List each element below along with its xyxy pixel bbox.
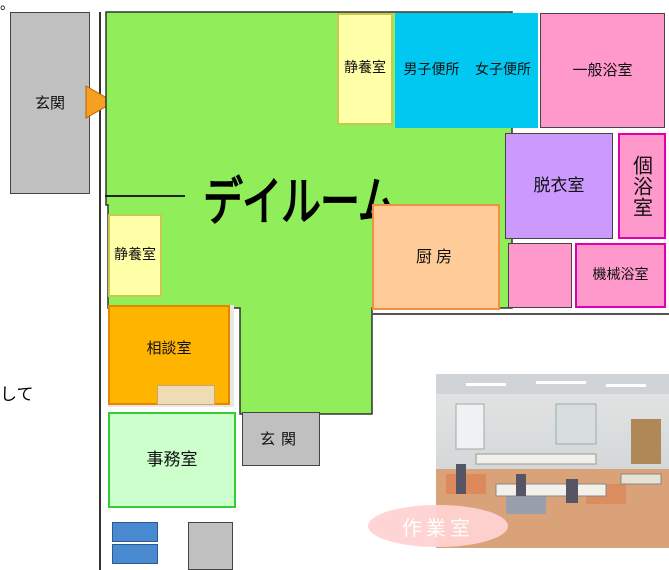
day-room-label: デイルーム [203,173,398,233]
table-icon [157,385,215,405]
gray-block [188,522,233,570]
entrance-arrow-icon [85,85,116,119]
office-label: 事務室 [146,449,198,470]
rest-room-left-label: 静養室 [114,246,156,263]
rest-room-top-label: 静養室 [344,60,386,77]
wall-line [372,313,669,315]
womens-toilet-label: 女子便所 [475,61,531,78]
kitchen: 厨房 [372,204,500,310]
private-bath-label: 個浴室 [629,154,654,218]
changing-room-label: 脱衣室 [533,175,585,196]
machine-bath: 機械浴室 [575,243,666,308]
bath-unit [508,243,572,308]
mens-toilet-label: 男子便所 [403,61,460,78]
entrance-left-label: 玄関 [34,93,65,112]
text-fragment-top: 。 [0,0,14,13]
counseling-room-label: 相談室 [146,338,192,357]
blue-block-upper [112,522,158,542]
day-room-line [105,195,185,197]
office: 事務室 [108,412,236,508]
private-bath: 個浴室 [618,133,666,239]
blue-block-lower [112,544,158,564]
rest-room-left: 静養室 [108,214,162,297]
entrance-bottom-label: 玄関 [259,429,302,448]
mens-toilet: 男子便所 [395,13,468,128]
entrance-left-room: 玄関 [10,12,90,194]
photo-caption-bubble: 作業室 [368,505,508,547]
boundary-line [99,12,101,570]
womens-toilet: 女子便所 [468,13,538,128]
general-bath: 一般浴室 [540,13,665,128]
machine-bath-label: 機械浴室 [592,266,649,283]
rest-room-top: 静養室 [337,13,393,125]
text-fragment-side: して [0,385,34,405]
changing-room: 脱衣室 [505,133,613,239]
photo-caption: 作業室 [402,515,474,540]
entrance-bottom: 玄関 [242,412,320,466]
kitchen-label: 厨房 [415,247,456,267]
general-bath-label: 一般浴室 [572,61,633,80]
